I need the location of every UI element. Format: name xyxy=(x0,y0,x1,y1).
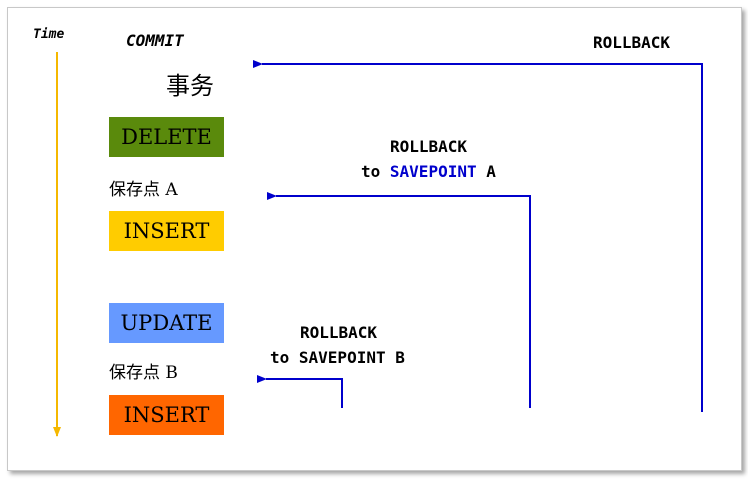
insert-op-box-2: INSERT xyxy=(109,395,224,435)
rollback-label: ROLLBACK xyxy=(593,33,671,52)
transaction-label: 事务 xyxy=(166,72,214,100)
insert-op-box-1: INSERT xyxy=(109,211,224,251)
rollback-a-savepoint: SAVEPOINT xyxy=(389,162,477,181)
rollback-a-line1: ROLLBACK xyxy=(390,137,468,156)
savepoint-a-label: 保存点 A xyxy=(109,180,178,200)
rollback-a-to: to xyxy=(361,162,381,181)
rollback-arrow xyxy=(253,60,703,412)
delete-op-box: DELETE xyxy=(109,117,224,157)
rollback-b-line1: ROLLBACK xyxy=(300,323,378,342)
commit-label: COMMIT xyxy=(126,31,184,50)
savepoint-b-label: 保存点 B xyxy=(109,363,178,383)
rollback-b-line2: to SAVEPOINT B xyxy=(270,348,405,367)
rollback-b-arrow xyxy=(257,375,343,408)
time-label: Time xyxy=(33,27,65,42)
update-op-box: UPDATE xyxy=(109,303,224,343)
rollback-a-arrow xyxy=(267,192,531,408)
rollback-a-line2: to SAVEPOINT A xyxy=(361,162,496,181)
rollback-a-name: A xyxy=(486,162,496,181)
